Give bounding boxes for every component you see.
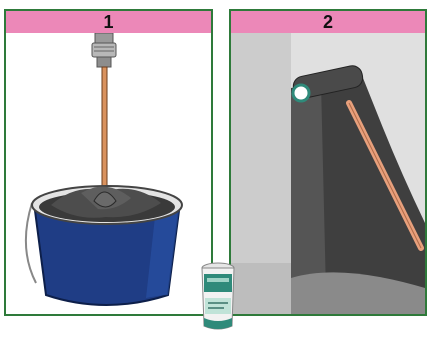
step-1-panel: 1 xyxy=(4,9,213,316)
paint-bucket-icon xyxy=(26,186,182,305)
step-1-header: 1 xyxy=(6,11,211,33)
product-can-icon xyxy=(198,262,238,334)
step-2-illustration xyxy=(231,33,425,316)
step-2-panel: 2 xyxy=(229,9,427,316)
step-2-number: 2 xyxy=(323,13,333,31)
step-1-number: 1 xyxy=(103,13,113,31)
step-1-illustration xyxy=(6,33,211,316)
step-2-header: 2 xyxy=(231,11,425,33)
